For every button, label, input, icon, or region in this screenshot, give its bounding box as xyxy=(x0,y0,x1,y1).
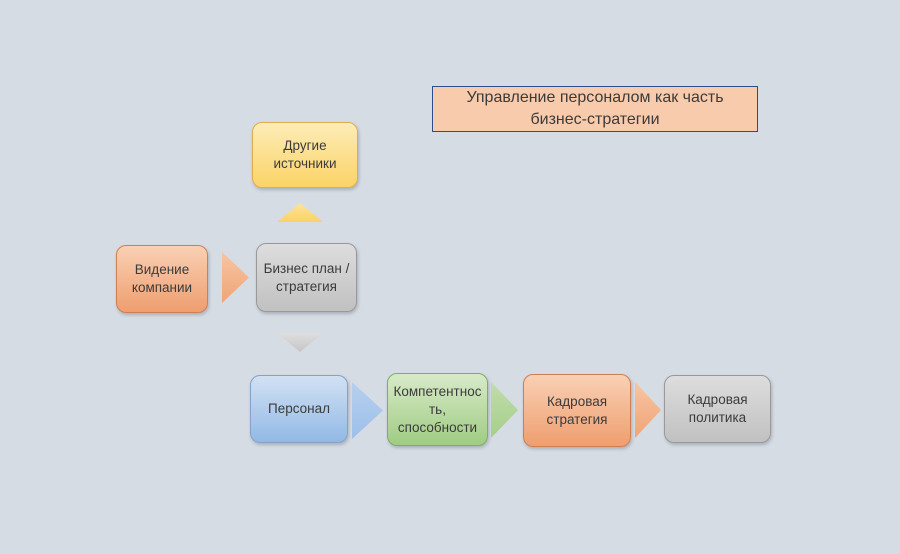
node-personnel-label: Персонал xyxy=(268,401,330,416)
node-personnel: Персонал xyxy=(250,375,348,443)
node-hr-policy-label: Кадровая политика xyxy=(687,392,748,425)
node-business-plan-label: Бизнес план / стратегия xyxy=(263,260,350,294)
diagram-title: Управление персоналом как часть бизнес-с… xyxy=(432,86,758,132)
arrow-right-icon xyxy=(222,252,249,303)
arrow-down-icon xyxy=(277,333,323,352)
node-competence-label: Компетентнос ть, способности xyxy=(393,383,482,435)
arrow-right-icon xyxy=(491,382,518,438)
node-hr-policy: Кадровая политика xyxy=(664,375,771,443)
node-hr-strategy-label: Кадровая стратегия xyxy=(546,393,608,427)
node-competence: Компетентнос ть, способности xyxy=(387,373,488,446)
node-company-vision-label: Видение компании xyxy=(131,262,193,295)
node-other-sources-label: Другие источники xyxy=(273,138,337,171)
node-company-vision: Видение компании xyxy=(116,245,208,313)
arrow-up-icon xyxy=(277,203,323,222)
node-hr-strategy: Кадровая стратегия xyxy=(523,374,631,447)
node-business-plan: Бизнес план / стратегия xyxy=(256,243,357,312)
arrow-right-icon xyxy=(352,382,383,439)
node-other-sources: Другие источники xyxy=(252,122,358,188)
arrow-right-icon xyxy=(635,382,661,438)
